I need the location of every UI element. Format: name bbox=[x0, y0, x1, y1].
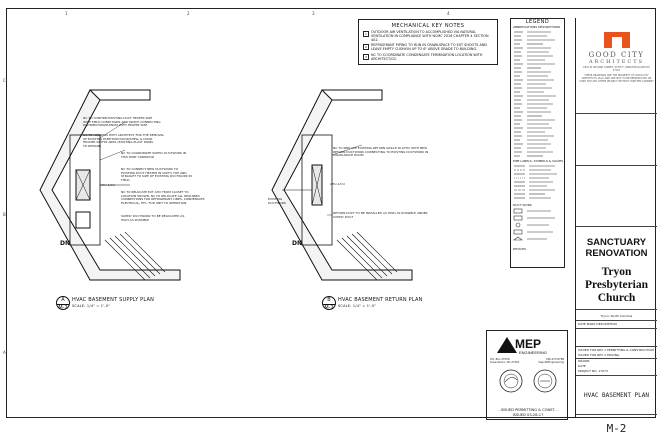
meta-project-no: PROJECT NO. 17073 bbox=[578, 369, 608, 373]
engineer-address: P.O. Box 23758 Greensboro, NC 27401 bbox=[490, 358, 520, 364]
key-note-text: OUTDOOR AIR VENTILATION TO ACCOMPLISHED … bbox=[371, 30, 489, 42]
project-type: SANCTUARY RENOVATION bbox=[585, 237, 648, 259]
supply-callout-sheet: M-2 bbox=[58, 305, 68, 311]
key-notes-title: MECHANICAL KEY NOTES bbox=[391, 23, 465, 29]
mechanical-key-notes: MECHANICAL KEY NOTES 1 OUTDOOR AIR VENTI… bbox=[358, 19, 498, 65]
supply-note-1: NC TO CONFIRM EXISTING DUCT HEATER SIZE … bbox=[83, 116, 161, 128]
firm-note: THESE DRAWINGS ARE THE PROPERTY OF GOOD … bbox=[579, 74, 654, 83]
tb-divider bbox=[576, 165, 657, 166]
key-note-number: 1 bbox=[363, 31, 369, 37]
return-callout-sheet: M-2 bbox=[324, 305, 334, 311]
return-dn-label: DN bbox=[292, 240, 303, 247]
firm-name: GOOD CITY bbox=[588, 51, 645, 59]
grid-col-1: 1 bbox=[65, 11, 68, 16]
sheet-number: M-2 bbox=[606, 422, 627, 435]
title-block: GOOD CITY ARCHITECTS 1801 W SECOND STREE… bbox=[575, 18, 657, 435]
tb-divider bbox=[576, 320, 657, 321]
tb-divider bbox=[576, 358, 657, 359]
grid-col-3: 3 bbox=[312, 11, 315, 16]
sheet-title: HVAC BASEMENT PLAN bbox=[583, 392, 650, 399]
return-plan-scale: SCALE: 1/4" = 1'-0" bbox=[338, 304, 377, 308]
key-note-2: 2 REFRIGERANT PIPING TO RUN IN CRAWLSPAC… bbox=[363, 44, 493, 52]
sheet-border bbox=[6, 8, 656, 418]
supply-note-5: NC TO RELOCATE EXT AHU FROM CLOSET TO LO… bbox=[121, 190, 206, 205]
supply-plan-scale: SCALE: 1/4" = 1'-0" bbox=[72, 304, 111, 308]
supply-plan-callout: A M-2 bbox=[56, 296, 70, 311]
corporate-seal-icon bbox=[533, 369, 557, 393]
supply-plan-drawing bbox=[39, 89, 181, 281]
return-note-2: RETURN DUCT TO BE INSTALLED AS HIGH AS P… bbox=[333, 211, 428, 219]
return-plan-drawing bbox=[271, 89, 413, 281]
meta-date: DATE bbox=[578, 364, 586, 368]
key-note-number: 2 bbox=[363, 44, 369, 51]
supply-equipment-tag: AHU-1/CU bbox=[100, 183, 115, 187]
engineer-phone: 336.273.8788 mep-NCEngineering bbox=[537, 358, 564, 364]
supply-note-3: NC TO COORDINATE SUPPLY DUCTWORK IN THIS… bbox=[121, 151, 186, 159]
key-note-number: 3 bbox=[363, 53, 369, 60]
legend-panel: LEGEND ABBREVIATIONS DESCRIPTIONS bbox=[510, 18, 565, 268]
return-plan-title: HVAC BASEMENT RETURN PLAN bbox=[338, 297, 423, 303]
key-note-text: NC TO COORDINATE CONDENSATE TERMINATION … bbox=[371, 52, 483, 61]
grid-col-4: 4 bbox=[447, 11, 450, 16]
issued-note: - ISSUED PERMITTING & CONST. - ISSUED 03… bbox=[498, 408, 558, 417]
meta-drawn: DRAWN bbox=[578, 359, 590, 363]
issue-row-1: ISSUED FOR REV 1 PERMITTING & CONSTRUCTI… bbox=[578, 348, 654, 352]
return-side-label: EXISTING DUCTWORK bbox=[268, 197, 286, 205]
legend-subtitle: ABBREVIATIONS DESCRIPTIONS bbox=[513, 25, 561, 29]
legend-duct-title: DUCT WORK bbox=[513, 203, 532, 207]
firm-subtitle: ARCHITECTS bbox=[588, 59, 645, 65]
grid-row-b: B bbox=[3, 212, 6, 217]
engineer-seal-icon bbox=[499, 369, 523, 393]
tb-divider bbox=[576, 113, 657, 114]
firm-address: 1801 W SECOND STREET, SUITE F, WINSTON-S… bbox=[583, 66, 650, 72]
drawing-sheet: 1 2 3 4 C B A DN NC TO CONFIRM EXISTING … bbox=[3, 8, 657, 435]
supply-note-6: SUPPLY DUCTWORK TO BE RELOCATED AS HIGH … bbox=[121, 214, 185, 222]
supply-dn-label: DN bbox=[60, 240, 71, 247]
return-equipment-tag: AHU-1/CU bbox=[330, 182, 345, 186]
supply-plan-title: HVAC BASEMENT SUPPLY PLAN bbox=[72, 297, 155, 303]
tb-divider bbox=[576, 226, 657, 227]
grid-col-2: 2 bbox=[187, 11, 190, 16]
mep-logo-sub: ENGINEERING bbox=[519, 350, 547, 355]
firm-block: GOOD CITY ARCHITECTS 1801 W SECOND STREE… bbox=[576, 51, 657, 84]
tb-divider bbox=[576, 309, 657, 310]
engineer-stamp-block: MEP ENGINEERING P.O. Box 23758 Greensbor… bbox=[486, 330, 568, 420]
legend-abbreviations-list bbox=[514, 31, 556, 157]
tb-divider bbox=[576, 328, 657, 329]
legend-devices-title: DEVICES bbox=[513, 247, 527, 251]
project-name: Tryon Presbyterian Church bbox=[584, 266, 649, 304]
legend-duct-symbols bbox=[513, 208, 555, 241]
return-callout-tag: B bbox=[323, 297, 335, 305]
grid-row-c: C bbox=[3, 78, 6, 83]
supply-callout-tag: A bbox=[57, 297, 69, 305]
mep-engineering-logo: MEP ENGINEERING bbox=[497, 337, 547, 355]
revision-header: DATE MARK DESCRIPTION bbox=[578, 322, 617, 326]
firm-logo bbox=[604, 32, 630, 48]
grid-row-a: A bbox=[3, 350, 6, 355]
tb-divider bbox=[576, 346, 657, 347]
return-note-1: NC TO REPLACE EXISTING RETURN GRILLE IN … bbox=[333, 146, 429, 158]
return-plan-callout: B M-2 bbox=[322, 296, 336, 311]
legend-title: LEGEND bbox=[525, 19, 550, 25]
project-location: Tryon, North Carolina bbox=[600, 314, 633, 318]
key-note-1: 1 OUTDOOR AIR VENTILATION TO ACCOMPLISHE… bbox=[363, 30, 493, 42]
key-note-text: REFRIGERANT PIPING TO RUN IN CRAWLSPACE … bbox=[371, 43, 487, 52]
legend-pipe-symbols bbox=[514, 165, 557, 199]
supply-note-2: NC TO ADDRESS WITH ARCHITECT FOR THE REM… bbox=[83, 133, 165, 148]
issue-row-2: ISSUED FOR REV 2 PRICING bbox=[578, 353, 620, 357]
key-note-3: 3 NC TO COORDINATE CONDENSATE TERMINATIO… bbox=[363, 52, 493, 62]
supply-note-4: NC TO CONNECT NEW DUCTWORK TO EXISTING D… bbox=[121, 167, 192, 182]
tb-divider bbox=[576, 375, 657, 376]
legend-pipe-title: PIPE LABELS, SYMBOLS & VALVES bbox=[513, 159, 564, 163]
mep-logo-text: MEP bbox=[515, 337, 541, 351]
tb-divider bbox=[576, 414, 657, 415]
